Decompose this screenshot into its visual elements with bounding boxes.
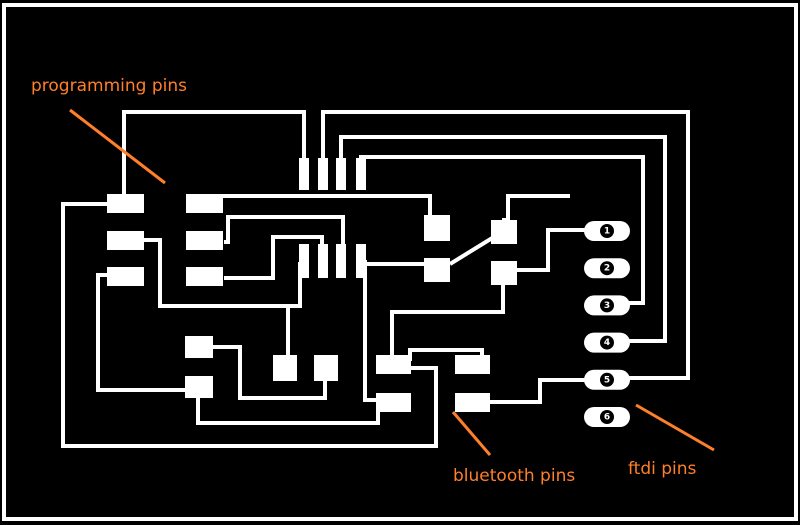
ftdi-header: 1 2 3 4 5 6 — [584, 221, 630, 427]
ftdi-pin-hole — [600, 261, 614, 276]
trace — [517, 228, 585, 272]
component-pad — [424, 215, 450, 241]
header-pin — [356, 244, 366, 278]
bluetooth-pins-label: bluetooth pins — [453, 466, 576, 486]
ftdi-pin-hole — [600, 298, 614, 313]
programming-pad — [107, 267, 144, 286]
annotation-leaders — [69, 108, 715, 456]
component-pad — [424, 258, 450, 282]
programming-pad — [186, 231, 223, 250]
ftdi-pin-number: 1 — [604, 227, 610, 237]
trace — [213, 345, 327, 400]
trace — [506, 194, 570, 198]
component-pad — [314, 355, 338, 381]
trace — [61, 202, 438, 448]
component-pad — [491, 261, 517, 285]
bluetooth-pad — [455, 393, 490, 412]
pads — [107, 194, 517, 412]
programming-leader-line — [69, 108, 166, 185]
header-pin — [299, 244, 309, 278]
header-pin — [356, 158, 366, 190]
programming-pad — [186, 194, 223, 213]
trace — [224, 215, 345, 260]
programming-pins-label: programming pins — [31, 76, 187, 96]
header-pin — [336, 158, 346, 190]
header-pin — [318, 244, 328, 278]
component-pad — [185, 376, 213, 398]
ftdi-pin-hole — [600, 335, 614, 350]
component-pad — [273, 355, 297, 381]
trace — [210, 194, 432, 225]
ftdi-pin-hole — [600, 372, 614, 387]
component-pad — [491, 220, 517, 244]
trace — [321, 110, 690, 380]
bluetooth-pad — [455, 355, 490, 374]
trace — [196, 398, 380, 425]
trace — [96, 273, 186, 392]
board-outline — [2, 3, 798, 521]
ftdi-pin-hole — [600, 224, 614, 238]
traces — [61, 110, 690, 448]
component-pad — [376, 393, 411, 412]
ftdi-pin-hole — [600, 410, 614, 424]
programming-pad — [107, 194, 144, 213]
ftdi-pin-number: 2 — [604, 264, 610, 274]
component-pad — [376, 355, 411, 374]
trace — [339, 135, 667, 343]
component-pad — [185, 336, 213, 358]
trace — [122, 110, 306, 197]
ftdi-pin-number: 5 — [604, 375, 610, 385]
ftdi-pin-number: 6 — [604, 413, 610, 423]
programming-pad — [107, 231, 144, 250]
ftdi-pin-number: 4 — [604, 338, 610, 348]
ftdi-pin-number: 3 — [604, 301, 610, 311]
header-pin — [299, 158, 309, 190]
ftdi-leader-line — [635, 403, 715, 452]
header-pin — [318, 158, 328, 190]
trace — [363, 260, 378, 402]
header-pins — [299, 158, 366, 278]
trace — [142, 238, 302, 308]
programming-pad — [186, 267, 223, 286]
header-pin — [336, 244, 346, 278]
ftdi-pins-label: ftdi pins — [628, 459, 697, 479]
bluetooth-leader-line — [451, 411, 492, 456]
trace — [390, 283, 505, 360]
trace — [489, 378, 585, 404]
